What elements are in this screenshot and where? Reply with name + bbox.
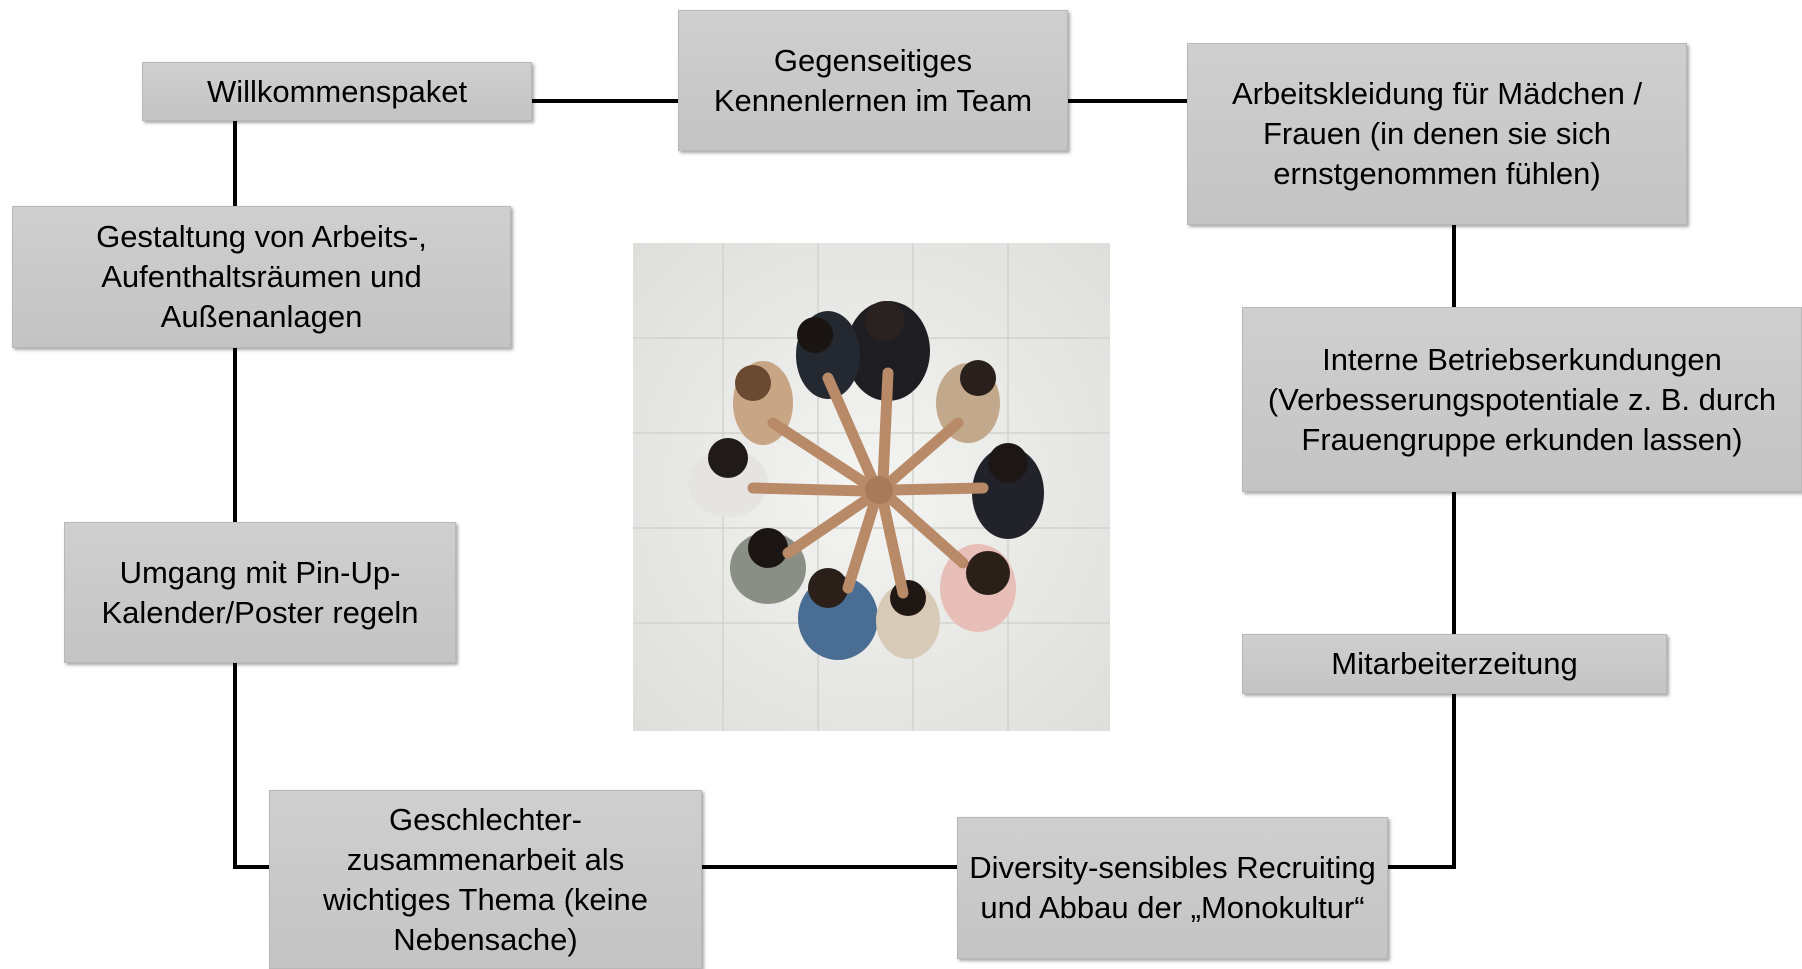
node-label: Gegenseitiges Kennenlernen im Team (713, 42, 1033, 118)
node-label: Geschlechter-zusammenarbeit als wichtige… (322, 801, 649, 957)
node-willkommen: Willkommenspaket (142, 62, 532, 121)
node-label: Gestaltung von Arbeits-, Aufenthaltsräum… (96, 219, 427, 334)
node-label: Willkommenspaket (206, 73, 468, 109)
node-gestaltung: Gestaltung von Arbeits-, Aufenthaltsräum… (12, 206, 511, 348)
node-pinup: Umgang mit Pin-Up-Kalender/Poster regeln (64, 522, 456, 663)
node-betriebserkundungen: Interne Betriebserkundungen (Verbesserun… (1242, 307, 1802, 492)
node-label: Arbeitskleidung für Mädchen / Frauen (in… (1231, 76, 1643, 191)
node-diversity: Diversity-sensibles Recruiting und Abbau… (957, 817, 1388, 959)
node-label: Interne Betriebserkundungen (Verbesserun… (1267, 341, 1777, 457)
node-label: Diversity-sensibles Recruiting und Abbau… (969, 850, 1376, 925)
node-label: Mitarbeiterzeitung (1331, 646, 1578, 681)
node-kennenlernen: Gegenseitiges Kennenlernen im Team (678, 10, 1068, 151)
node-mitarbeiterzeitung: Mitarbeiterzeitung (1242, 634, 1667, 694)
connector-mitarbeiterzeitung-diversity (1388, 694, 1456, 869)
people-circle (688, 301, 1044, 660)
connector-geschlechter-pinup (233, 663, 269, 869)
team-hands-together-photo (633, 243, 1110, 731)
arms-to-center (747, 367, 989, 599)
node-label: Umgang mit Pin-Up-Kalender/Poster regeln (101, 554, 419, 630)
node-arbeitskleidung: Arbeitskleidung für Mädchen / Frauen (in… (1187, 43, 1687, 225)
node-geschlechter: Geschlechter-zusammenarbeit als wichtige… (269, 790, 702, 969)
stacked-hands (865, 476, 893, 504)
